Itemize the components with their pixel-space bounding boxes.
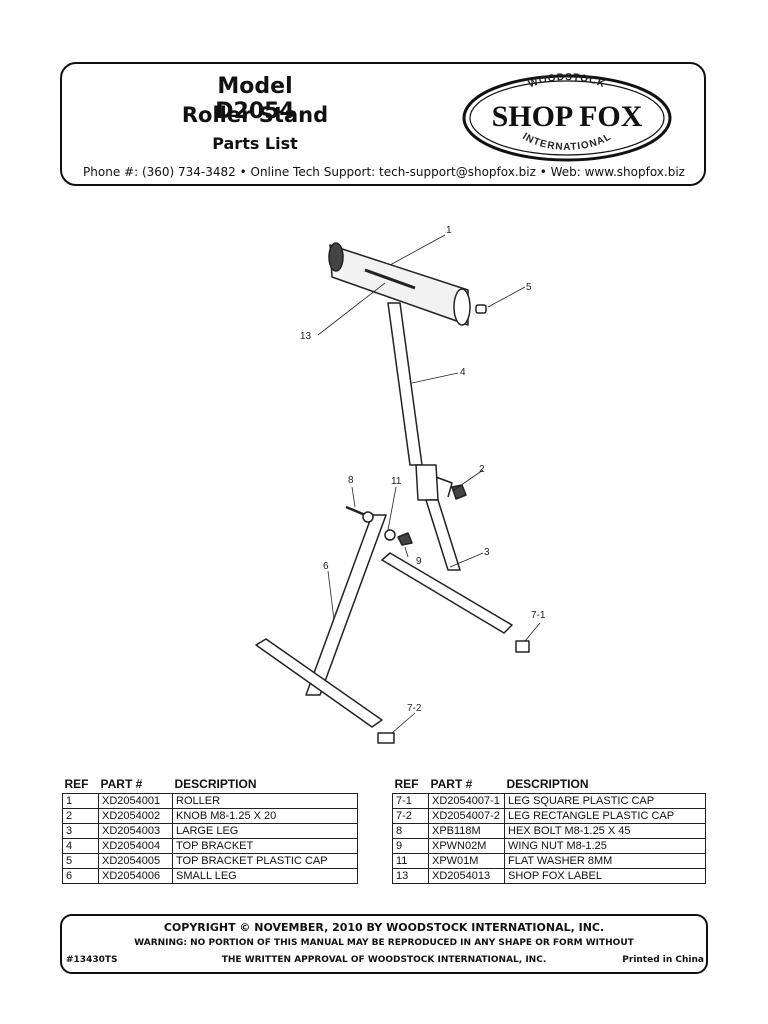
logo-top-text: WOODSTOCK: [527, 72, 606, 90]
header-box: [60, 62, 706, 186]
product-title: Roller Stand: [181, 103, 329, 127]
callout-4: 4: [460, 367, 466, 378]
parts-list-subtitle: Parts List: [212, 134, 298, 153]
logo-brand-text: SHOP FOX: [492, 100, 643, 133]
top-bracket-part: [387, 302, 423, 466]
doc-number: #13430TS: [66, 955, 118, 965]
warning-line-2: THE WRITTEN APPROVAL OF WOODSTOCK INTERN…: [221, 955, 547, 965]
leg-rect-cap-part: [377, 732, 395, 744]
knob-part: [451, 484, 467, 500]
flat-washer-part: [362, 511, 374, 523]
top-bracket-cap-part: [475, 304, 487, 314]
logo-bottom-text: INTERNATIONAL: [520, 131, 612, 153]
col-description: DESCRIPTION: [506, 777, 589, 791]
callout-13: 13: [300, 331, 312, 342]
roller-end: [453, 288, 471, 326]
warning-line-1: WARNING: NO PORTION OF THIS MANUAL MAY B…: [134, 938, 634, 948]
copyright-line: COPYRIGHT © NOVEMBER, 2010 BY WOODSTOCK …: [163, 921, 605, 934]
shop-fox-logo: WOODSTOCK SHOP FOX INTERNATIONAL: [462, 72, 672, 162]
callout-7-1: 7-1: [531, 610, 546, 621]
col-description: DESCRIPTION: [174, 777, 257, 791]
small-leg-part: [305, 514, 387, 696]
col-part: PART #: [100, 777, 143, 791]
footer-box: [60, 914, 708, 974]
callout-9: 9: [416, 556, 422, 567]
callout-11: 11: [391, 476, 402, 487]
callout-5: 5: [526, 282, 532, 293]
printed-in: Printed in China: [622, 955, 704, 965]
callout-1: 1: [446, 225, 452, 236]
wing-nut-part: [397, 532, 413, 546]
svg-text:INTERNATIONAL: INTERNATIONAL: [520, 131, 613, 153]
callout-2: 2: [479, 464, 485, 475]
col-ref: REF: [64, 777, 89, 791]
callout-7-2: 7-2: [407, 703, 422, 714]
callout-6: 6: [323, 561, 329, 572]
large-leg-part: [425, 499, 461, 571]
contact-line: Phone #: (360) 734-3482 • Online Tech Su…: [83, 165, 685, 179]
col-part: PART #: [430, 777, 473, 791]
exploded-diagram: 1 5 13 4 2 8 11 9 3 6 7-1 7-2: [255, 225, 546, 744]
leg-square-cap-part: [515, 640, 530, 653]
model-title: Model D2054: [215, 74, 295, 124]
callout-3: 3: [484, 547, 490, 558]
col-ref: REF: [394, 777, 419, 791]
callout-8: 8: [348, 475, 354, 486]
svg-text:WOODSTOCK: WOODSTOCK: [527, 72, 607, 90]
